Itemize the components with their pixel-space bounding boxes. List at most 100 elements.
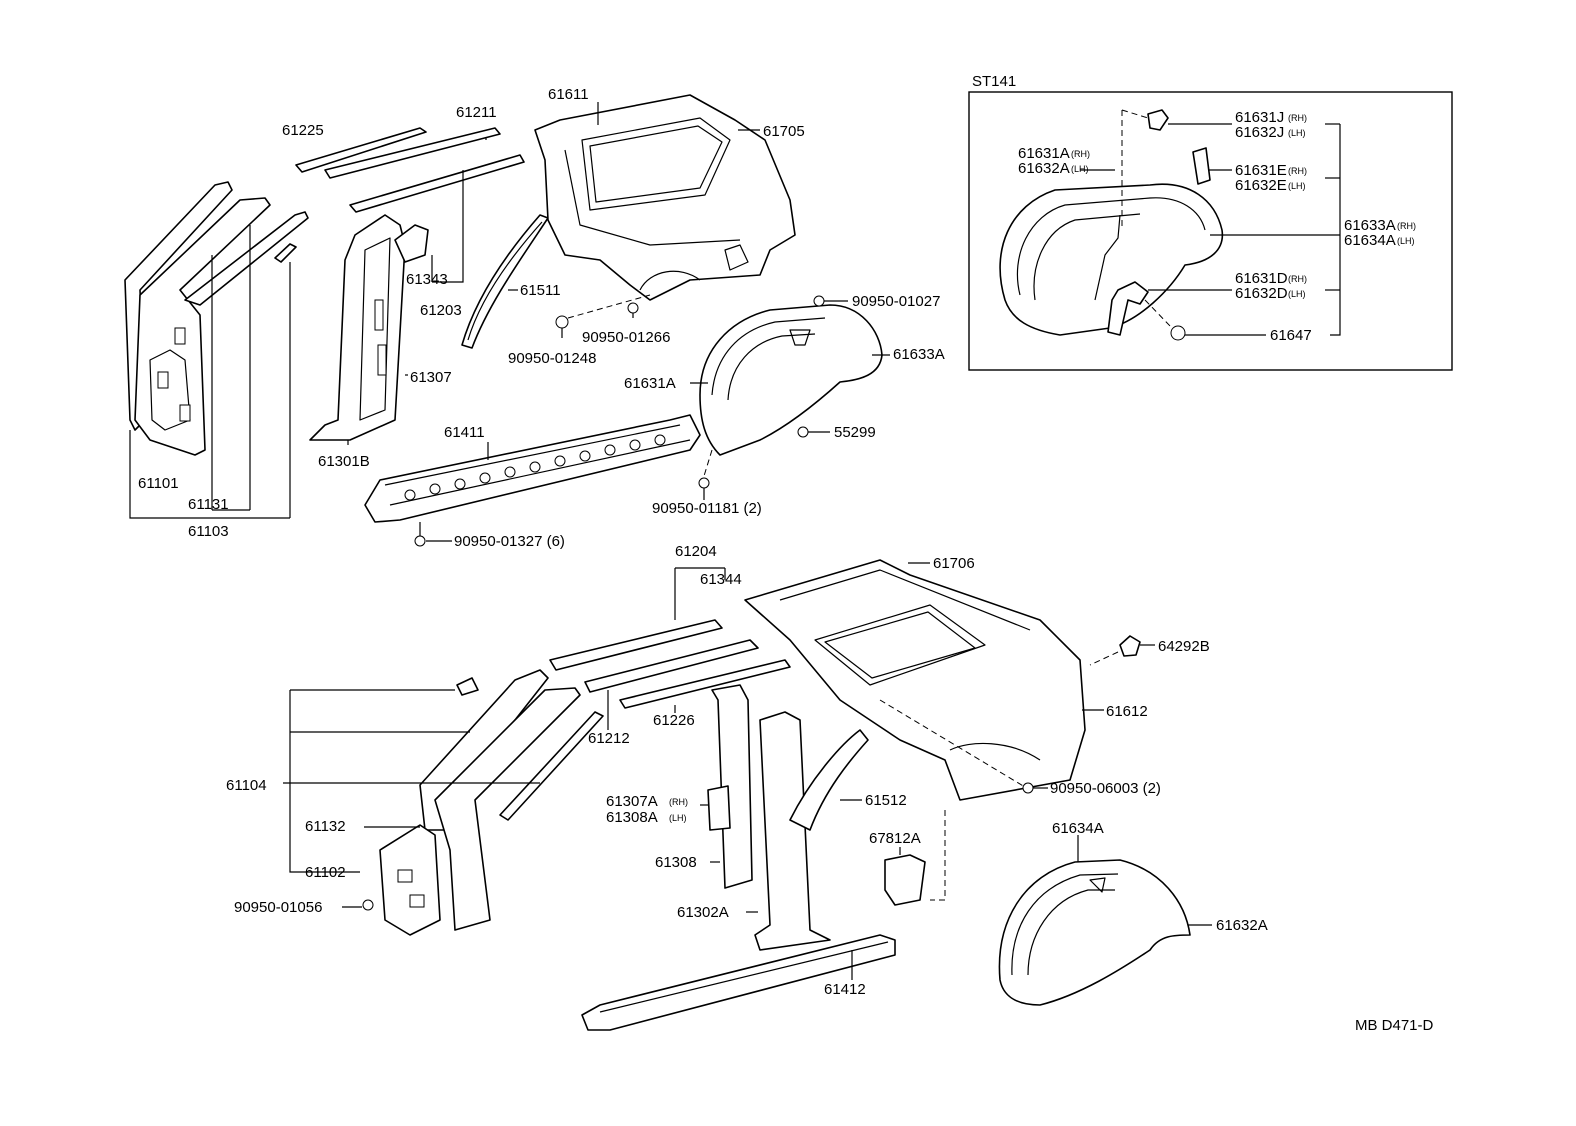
label-lh: (LH) — [1397, 236, 1415, 246]
label-90950-01027: 90950-01027 — [852, 293, 940, 310]
center-pillar-bottom-group: 61307A (RH) 61308A (LH) 61308 61302A 615… — [606, 684, 946, 951]
label-61104: 61104 — [226, 777, 267, 794]
label-90950-01056: 90950-01056 — [234, 899, 322, 916]
label-61632e: 61632E — [1235, 177, 1287, 194]
label-61706: 61706 — [933, 555, 975, 572]
label-61132: 61132 — [305, 818, 346, 835]
drawing-code: MB D471-D — [1355, 1017, 1434, 1034]
clip-90950-01027 — [813, 295, 825, 307]
label-61308: 61308 — [655, 854, 697, 871]
wheel-housing-61634a: 61634A 61632A — [998, 820, 1268, 1006]
label-i61632a: 61632A — [1018, 160, 1070, 177]
label-55299: 55299 — [834, 424, 876, 441]
label-90950-06003: 90950-06003 (2) — [1050, 780, 1161, 797]
rail-61212 — [584, 639, 759, 693]
label-61344: 61344 — [700, 571, 742, 588]
pillar-61131 — [184, 211, 309, 306]
label-61307: 61307 — [410, 369, 452, 386]
front-pillar-bottom-group: 61104 61132 61102 90950-01056 — [226, 669, 604, 936]
label-rh: (RH) — [1071, 149, 1090, 159]
small-piece — [274, 243, 297, 263]
rocker-61411: 61411 90950-01327 (6) — [364, 414, 701, 550]
roof-rail-group: 61225 61211 61203 — [282, 104, 525, 319]
label-61101: 61101 — [138, 475, 179, 492]
panel-67812a — [884, 854, 926, 906]
pillar-61308 — [711, 684, 753, 889]
label-61512: 61512 — [865, 792, 907, 809]
label-61302a: 61302A — [677, 904, 729, 921]
clip-90950-01248 — [555, 315, 569, 329]
label-61212: 61212 — [588, 730, 630, 747]
label-61633a: 61633A — [893, 346, 945, 363]
label-61634a: 61634A — [1052, 820, 1104, 837]
label-i61631a: 61631A — [1018, 145, 1070, 162]
clip-90950-01266 — [627, 302, 639, 314]
nut-55299 — [797, 426, 809, 438]
bracket-61631d — [1107, 281, 1149, 336]
rocker-61412: 61412 — [581, 934, 896, 1031]
inset-title: ST141 — [972, 73, 1016, 90]
bracket-61631e — [1192, 147, 1211, 185]
label-90950-01248: 90950-01248 — [508, 350, 596, 367]
label-61631d: 61631D — [1235, 270, 1288, 287]
label-61632d: 61632D — [1235, 285, 1288, 302]
label-61632a: 61632A — [1216, 917, 1268, 934]
clip-90950-06003 — [1022, 782, 1034, 794]
label-lh: (LH) — [1071, 164, 1089, 174]
quarter-panel-61612: 61706 61612 90950-06003 (2) — [744, 555, 1161, 801]
label-61612: 61612 — [1106, 703, 1148, 720]
center-pillar-61301b: 61343 61307 61301B — [309, 214, 452, 470]
pillar-61132 — [434, 687, 581, 931]
label-rh: (RH) — [1397, 221, 1416, 231]
label-61225: 61225 — [282, 122, 324, 139]
label-lh: (LH) — [1288, 289, 1306, 299]
label-67812a: 67812A — [869, 830, 921, 847]
pillar-inner — [134, 197, 271, 456]
channel-61512 — [789, 729, 869, 831]
label-lh: (LH) — [1288, 181, 1306, 191]
clip-61631j — [1147, 109, 1169, 131]
label-61343: 61343 — [406, 271, 448, 288]
clip-90950-01056 — [362, 899, 374, 911]
label-61511: 61511 — [520, 282, 561, 299]
grommet-61647 — [1170, 325, 1186, 341]
label-61631e: 61631E — [1235, 162, 1287, 179]
label-61226: 61226 — [653, 712, 695, 729]
label-61705: 61705 — [763, 123, 805, 140]
clip-90950-01327 — [414, 535, 426, 547]
label-61204: 61204 — [675, 543, 717, 560]
pillar-61302a — [754, 711, 831, 951]
rail-61211 — [324, 127, 501, 179]
label-61211: 61211 — [456, 104, 497, 121]
label-61411: 61411 — [444, 424, 485, 441]
label-61203: 61203 — [420, 302, 462, 319]
label-64292b: 64292B — [1158, 638, 1210, 655]
inset-st141: ST141 61631J (RH) 61632J (LH) 61631A (RH… — [968, 73, 1453, 371]
channel-61511: 61511 — [461, 214, 561, 349]
rail-61226 — [619, 659, 791, 709]
clip-90950-01181 — [698, 477, 710, 489]
rail-61225 — [295, 127, 427, 173]
label-90950-01266: 90950-01266 — [582, 329, 670, 346]
label-lh: (LH) — [1288, 128, 1306, 138]
label-61103: 61103 — [188, 523, 229, 540]
label-61647: 61647 — [1270, 327, 1312, 344]
label-90950-01181: 90950-01181 (2) — [652, 500, 762, 517]
label-90950-01327: 90950-01327 (6) — [454, 533, 565, 550]
pad-small — [456, 677, 479, 696]
label-lh: (LH) — [669, 813, 687, 823]
label-rh: (RH) — [1288, 113, 1307, 123]
label-61131: 61131 — [188, 496, 229, 513]
label-i61634a: 61634A — [1344, 232, 1396, 249]
wheel-housing-61633a: 90950-01027 61633A 61631A 55299 90950-01… — [624, 293, 945, 517]
label-61631j: 61631J — [1235, 109, 1284, 126]
label-61412: 61412 — [824, 981, 866, 998]
clip-64292b: 64292B — [1089, 635, 1210, 666]
label-i61633a: 61633A — [1344, 217, 1396, 234]
rail-61204 — [549, 619, 723, 671]
reinforce-61307a — [707, 785, 731, 831]
quarter-panel-61611: 61611 61705 — [534, 86, 805, 301]
label-61632j: 61632J — [1235, 124, 1284, 141]
label-61307a: 61307A — [606, 793, 658, 810]
